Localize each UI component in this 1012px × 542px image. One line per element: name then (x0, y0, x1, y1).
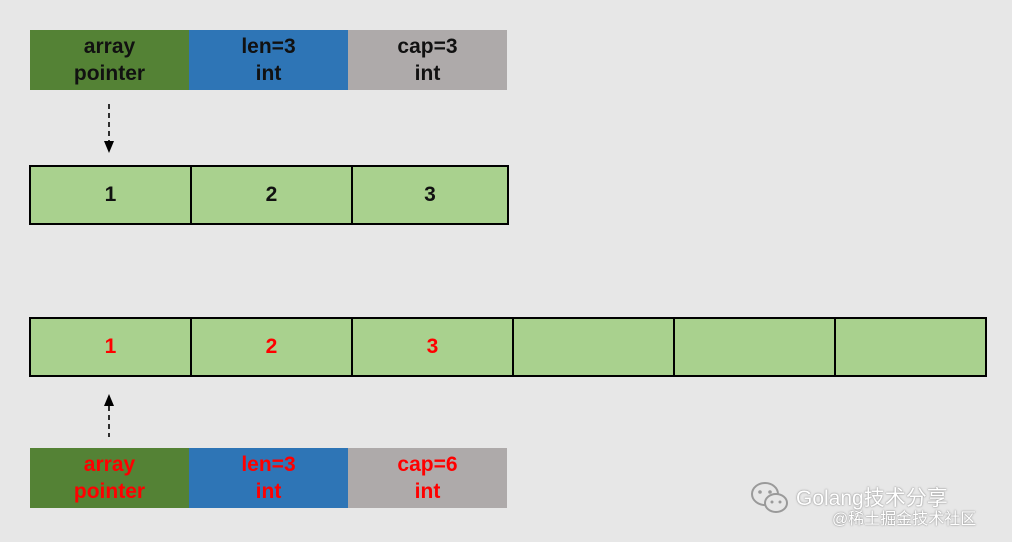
wechat-icon (751, 482, 788, 513)
field-label-line1: cap=6 (397, 453, 458, 476)
array-pointer-field: array pointer (30, 30, 189, 90)
field-label-line1: len=3 (241, 453, 296, 476)
cap-field: cap=6 int (348, 448, 507, 508)
watermark: Golang技术分享 @稀土掘金技术社区 (748, 478, 1008, 528)
field-label-line2: pointer (73, 480, 146, 503)
field-label-line2: int (255, 480, 282, 503)
array-cell: 3 (351, 167, 507, 223)
field-label-line2: int (255, 62, 282, 85)
len-field: len=3 int (189, 448, 348, 508)
len-field: len=3 int (189, 30, 348, 90)
array-small: 1 2 3 (29, 165, 509, 225)
field-label-line2: int (414, 480, 441, 503)
array-pointer-field: array pointer (30, 448, 189, 508)
array-cell: 2 (190, 167, 351, 223)
cap-field: cap=3 int (348, 30, 507, 90)
watermark-source: @稀土掘金技术社区 (832, 511, 977, 528)
array-cell: 2 (190, 319, 351, 375)
array-large: 1 2 3 (29, 317, 987, 377)
watermark-title: Golang技术分享 (796, 487, 948, 510)
pointer-arrow-down-icon (104, 104, 114, 153)
array-cell: 1 (31, 319, 190, 375)
array-cell: 3 (351, 319, 512, 375)
field-label-line1: cap=3 (397, 35, 458, 58)
slice-header-top: array pointer len=3 int cap=3 int (30, 30, 507, 90)
array-cell (834, 319, 985, 375)
array-cell: 1 (31, 167, 190, 223)
pointer-arrow-up-icon (104, 394, 114, 437)
slice-header-bottom: array pointer len=3 int cap=6 int (30, 448, 507, 508)
array-cell (512, 319, 673, 375)
field-label-line1: len=3 (241, 35, 296, 58)
field-label-line2: int (414, 62, 441, 85)
field-label-line2: pointer (73, 62, 146, 85)
field-label-line1: array (83, 35, 136, 58)
array-cell (673, 319, 834, 375)
field-label-line1: array (83, 453, 136, 476)
